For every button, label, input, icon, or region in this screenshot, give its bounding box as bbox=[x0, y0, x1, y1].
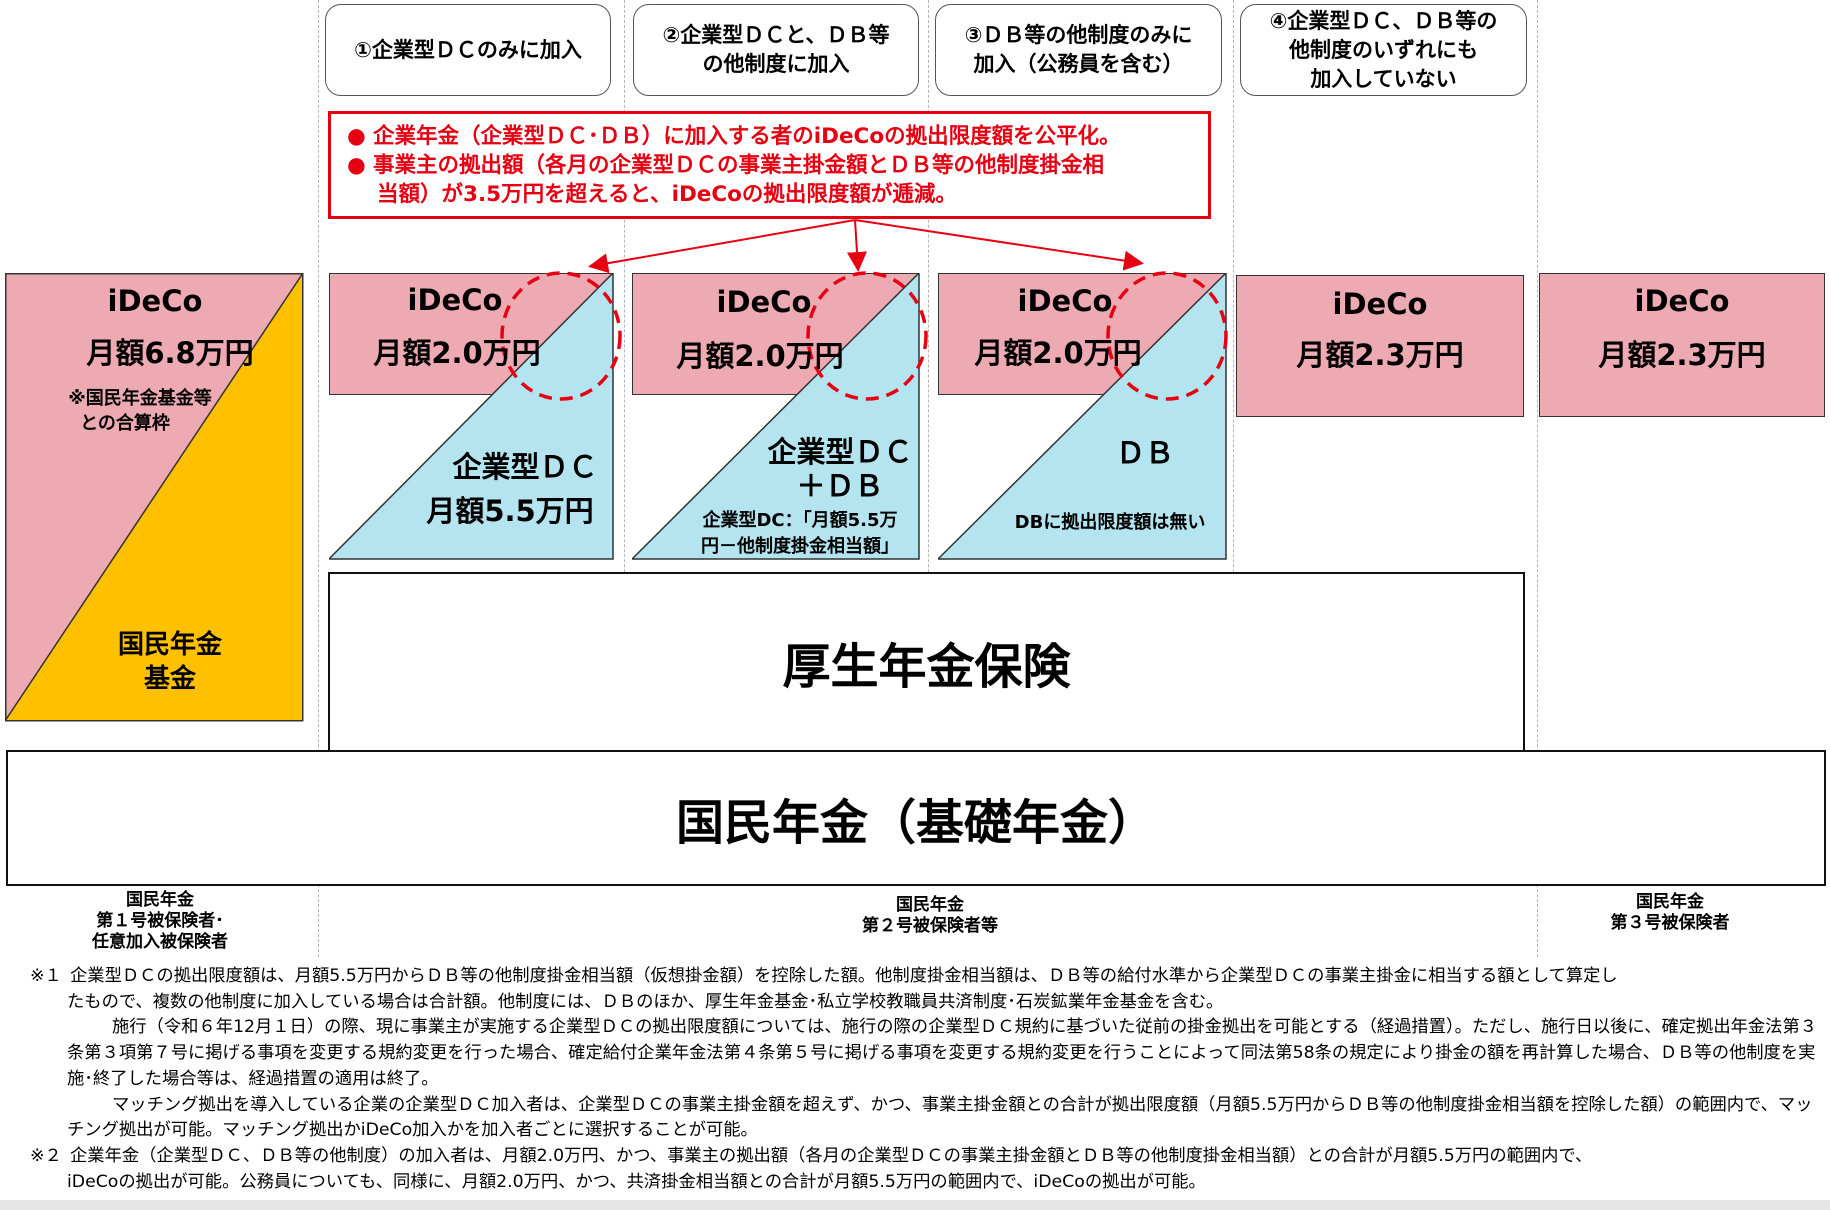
col1-ideco-label: iDeCo bbox=[107, 284, 203, 318]
col1-ideco-amount: 月額6.8万円 bbox=[86, 336, 254, 370]
db-triangle bbox=[938, 273, 1227, 560]
bottom-bar bbox=[0, 1200, 1830, 1210]
arrow-to-dc bbox=[588, 219, 856, 274]
col1-fund-line2: 基金 bbox=[143, 664, 196, 694]
column-divider-2 bbox=[624, 0, 625, 752]
col1-note-line2: との合算枠 bbox=[80, 413, 170, 434]
dcdb-ideco-label: iDeCo bbox=[716, 285, 812, 319]
note2-line2: iDeCoの拠出が可能。公務員についても、同様に、月額2.0万円、かつ、共済掛金… bbox=[67, 1171, 1206, 1192]
db-label: ＤＢ bbox=[1115, 436, 1174, 470]
note2-mark: ※２ bbox=[30, 1145, 62, 1166]
dcdb-triangle bbox=[632, 273, 920, 560]
none-ideco-label: iDeCo bbox=[1332, 287, 1428, 321]
cat3-ideco-label: iDeCo bbox=[1634, 284, 1730, 318]
col1-fund-line1: 国民年金 bbox=[117, 630, 222, 660]
footer-cat1: 国民年金 第１号被保険者･ 任意加入被保険者 bbox=[92, 890, 228, 952]
db-red-circle bbox=[1106, 271, 1228, 401]
note1-para2: 施行（令和６年12月１日）の際、現に事業主が実施する企業型ＤＣの拠出限度額につい… bbox=[67, 1017, 1818, 1089]
kosei-nenkin-box: 厚生年金保険 bbox=[328, 572, 1525, 752]
db-sub: DBに拠出限度額は無い bbox=[1014, 512, 1206, 533]
db-ideco-label: iDeCo bbox=[1017, 284, 1113, 318]
note1-para3: マッチング拠出を導入している企業の企業型ＤＣ加入者は、企業型ＤＣの事業主掛金額を… bbox=[67, 1094, 1813, 1141]
header-dc-only: ①企業型ＤＣのみに加入 bbox=[325, 4, 611, 96]
notice-line-1: ●企業年金（企業型ＤＣ･ＤＢ）に加入する者のiDeCoの拠出限度額を公平化。 bbox=[347, 124, 1121, 149]
arrow-to-db bbox=[854, 219, 1144, 271]
arrow-to-dcdb bbox=[847, 219, 867, 272]
dcdb-label-line2: ＋ＤＢ bbox=[796, 469, 884, 503]
column-divider-5 bbox=[1537, 0, 1538, 957]
note1-mark: ※１ bbox=[30, 966, 62, 986]
notice-line-2: ●事業主の拠出額（各月の企業型ＤＣの事業主掛金額とＤＢ等の他制度掛金相 bbox=[347, 153, 1105, 178]
note1-line2: たもので、複数の他制度に加入している場合は合計額。他制度には、ＤＢのほか、厚生年… bbox=[67, 991, 1224, 1012]
notice-line-3: 当額）が3.5万円を超えると、iDeCoの拠出限度額が逓減。 bbox=[377, 182, 957, 207]
footer-cat2: 国民年金 第２号被保険者等 bbox=[862, 895, 998, 936]
notice-arrows bbox=[588, 219, 1144, 274]
dcdb-red-circle bbox=[806, 271, 928, 401]
col1-note-line1: ※国民年金基金等 bbox=[68, 388, 212, 409]
dc-red-circle bbox=[500, 271, 622, 401]
column-divider-1 bbox=[318, 0, 319, 957]
header-none: ④企業型ＤＣ、ＤＢ等の 他制度のいずれにも 加入していない bbox=[1240, 4, 1527, 96]
dc-amount: 月額5.5万円 bbox=[426, 494, 594, 528]
dc-ideco-amount: 月額2.0万円 bbox=[373, 336, 541, 370]
notice-box: ●企業年金（企業型ＤＣ･ＤＢ）に加入する者のiDeCoの拠出限度額を公平化。 ●… bbox=[328, 111, 1211, 219]
dcdb-ideco-amount: 月額2.0万円 bbox=[676, 339, 844, 373]
column-divider-4 bbox=[1233, 0, 1234, 752]
dcdb-label-line1: 企業型ＤＣ bbox=[767, 435, 913, 469]
dc-triangle bbox=[329, 273, 614, 560]
none-ideco-amount: 月額2.3万円 bbox=[1296, 338, 1464, 372]
kokumin-nenkin-box: 国民年金（基礎年金） bbox=[6, 750, 1826, 886]
col1-diagonal-block bbox=[5, 273, 304, 722]
cat3-ideco-amount: 月額2.3万円 bbox=[1598, 338, 1766, 372]
cat3-ideco-box bbox=[1539, 273, 1825, 417]
bullet-icon: ● bbox=[347, 153, 366, 178]
dcdb-sub-line2: 円－他制度掛金相当額」 bbox=[701, 536, 899, 557]
column-divider-3 bbox=[928, 0, 929, 752]
footer-cat3: 国民年金 第３号被保険者 bbox=[1610, 892, 1730, 933]
dc-label: 企業型ＤＣ bbox=[452, 450, 598, 484]
dc-ideco-label: iDeCo bbox=[407, 283, 503, 317]
header-db-only: ③ＤＢ等の他制度のみに 加入（公務員を含む） bbox=[935, 4, 1222, 96]
dcdb-sub-line1: 企業型DC：「月額5.5万 bbox=[702, 510, 898, 531]
none-ideco-box bbox=[1236, 275, 1524, 417]
header-dc-and-db: ②企業型ＤＣと、ＤＢ等 の他制度に加入 bbox=[633, 4, 919, 96]
bullet-icon: ● bbox=[347, 124, 366, 149]
db-ideco-amount: 月額2.0万円 bbox=[974, 336, 1142, 370]
